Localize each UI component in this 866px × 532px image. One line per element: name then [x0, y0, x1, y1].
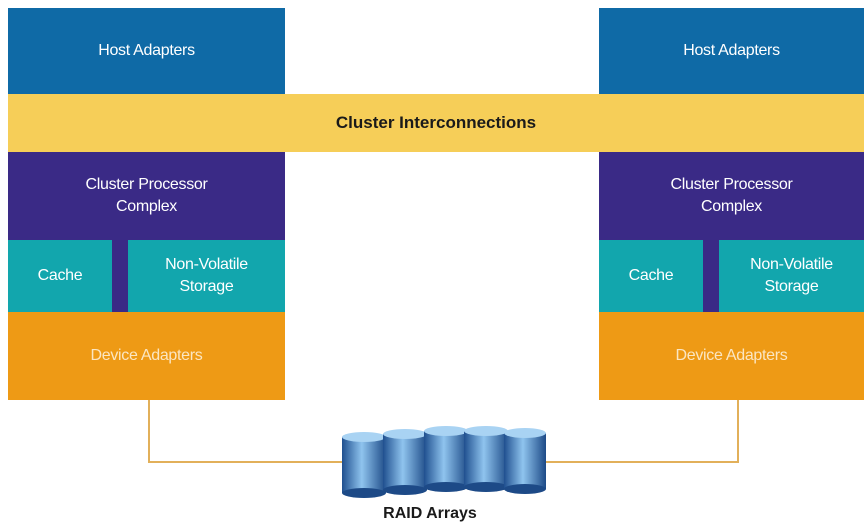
- right-host-adapters-box: Host Adapters: [599, 8, 864, 94]
- raid-disk-1: [342, 432, 386, 498]
- left-host-adapters-box: Host Adapters: [8, 8, 285, 94]
- right-cache-box: Cache: [599, 240, 703, 312]
- raid-arrays-label: RAID Arrays: [383, 505, 477, 522]
- left-divider: [112, 240, 128, 312]
- left-cache-box: Cache: [8, 240, 112, 312]
- left-device-adapters-box: Device Adapters: [8, 312, 285, 400]
- raid-disk-3: [424, 426, 468, 492]
- left-cluster-processor-box: Cluster Processor Complex: [8, 152, 285, 240]
- left-non-volatile-storage-box: Non-Volatile Storage: [128, 240, 285, 312]
- right-cluster-processor-box: Cluster Processor Complex: [599, 152, 864, 240]
- right-connection-line: [545, 400, 739, 463]
- raid-arrays-icon: [342, 426, 546, 498]
- right-divider: [703, 240, 719, 312]
- cluster-interconnections-band: Cluster Interconnections: [8, 94, 864, 152]
- cluster-interconnections-label: Cluster Interconnections: [335, 113, 537, 132]
- left-connection-line: [148, 400, 345, 463]
- raid-disk-2: [383, 429, 427, 495]
- raid-disk-5: [504, 428, 546, 494]
- raid-disk-4: [464, 426, 508, 492]
- right-non-volatile-storage-box: Non-Volatile Storage: [719, 240, 864, 312]
- right-device-adapters-box: Device Adapters: [599, 312, 864, 400]
